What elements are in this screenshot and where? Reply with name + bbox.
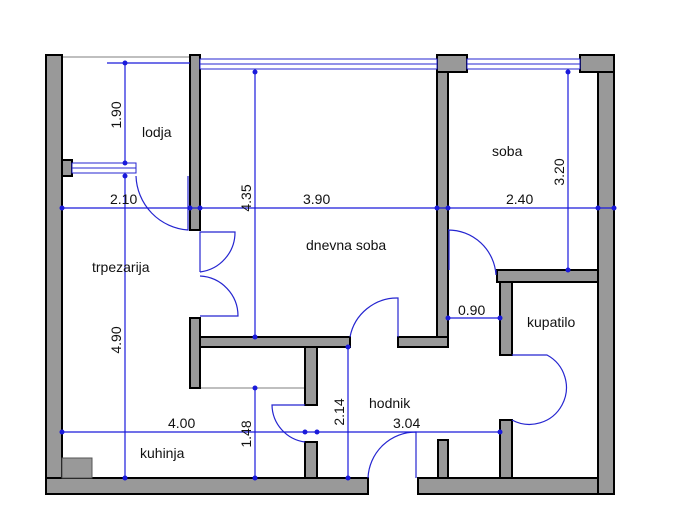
top-pillar-right [579, 54, 615, 73]
dim-hodnik-height: 2.14 [331, 398, 347, 425]
dim-hodnik-width: 3.04 [393, 415, 420, 431]
door-trpezarija-top[interactable] [199, 231, 236, 273]
dim-kuhinja-width: 4.00 [168, 415, 195, 431]
room-labels: lodja soba dnevna soba trpezarija kupati… [92, 124, 575, 461]
walls [45, 54, 615, 495]
kuhinja-wall-lower [304, 441, 318, 479]
hodnik-wall-stub [437, 439, 449, 479]
bottom-wall-left [45, 477, 369, 495]
dim-soba-height: 3.20 [551, 158, 567, 185]
kuhinja-wall-upper [304, 346, 318, 406]
windows [71, 58, 581, 174]
dim-kupatilo-gap: 0.90 [458, 302, 485, 318]
lodja-dnevna-wall [189, 54, 201, 231]
dim-dnevna-height: 4.35 [238, 184, 254, 211]
top-pillar-middle [436, 54, 468, 73]
door-lodja[interactable] [135, 175, 189, 231]
door-soba[interactable] [447, 229, 497, 276]
room-dnevna-soba: dnevna soba [306, 237, 386, 253]
room-lodja: lodja [142, 124, 172, 140]
room-kupatilo: kupatilo [527, 314, 575, 330]
door-entrance[interactable] [367, 431, 417, 479]
dim-dnevna-width: 3.90 [303, 191, 330, 207]
door-trpezarija-bottom[interactable] [199, 275, 239, 317]
chimney [61, 457, 93, 479]
left-wall [45, 54, 63, 495]
dim-trpezarija-width: 2.10 [110, 191, 137, 207]
right-wall [597, 54, 615, 495]
trpezarija-wall-stub [189, 317, 201, 389]
doors[interactable] [135, 175, 568, 479]
room-kuhinja: kuhinja [140, 445, 185, 461]
lodja-pillar [61, 159, 73, 177]
room-hodnik: hodnik [369, 395, 411, 411]
room-soba: soba [492, 143, 523, 159]
door-kuhinja[interactable] [271, 404, 306, 443]
dimension-lines [59, 60, 617, 481]
dnevna-bottom-wall-left [199, 336, 351, 348]
kupatilo-wall-lower [499, 419, 513, 479]
dim-soba-width: 2.40 [506, 191, 533, 207]
dimension-labels: 1.90 2.10 4.35 3.90 2.40 3.20 4.90 0.90 … [108, 101, 567, 447]
door-kupatilo[interactable] [511, 354, 568, 425]
dim-lodja-height: 1.90 [108, 101, 124, 128]
dnevna-bottom-wall-right [397, 336, 449, 348]
kupatilo-top-wall [496, 269, 599, 283]
bottom-wall-right [417, 477, 615, 495]
dim-kuhinja-depth: 1.48 [238, 420, 254, 447]
dim-trpezarija-height: 4.90 [108, 326, 124, 353]
room-trpezarija: trpezarija [92, 259, 150, 275]
door-dnevna[interactable] [349, 297, 399, 338]
